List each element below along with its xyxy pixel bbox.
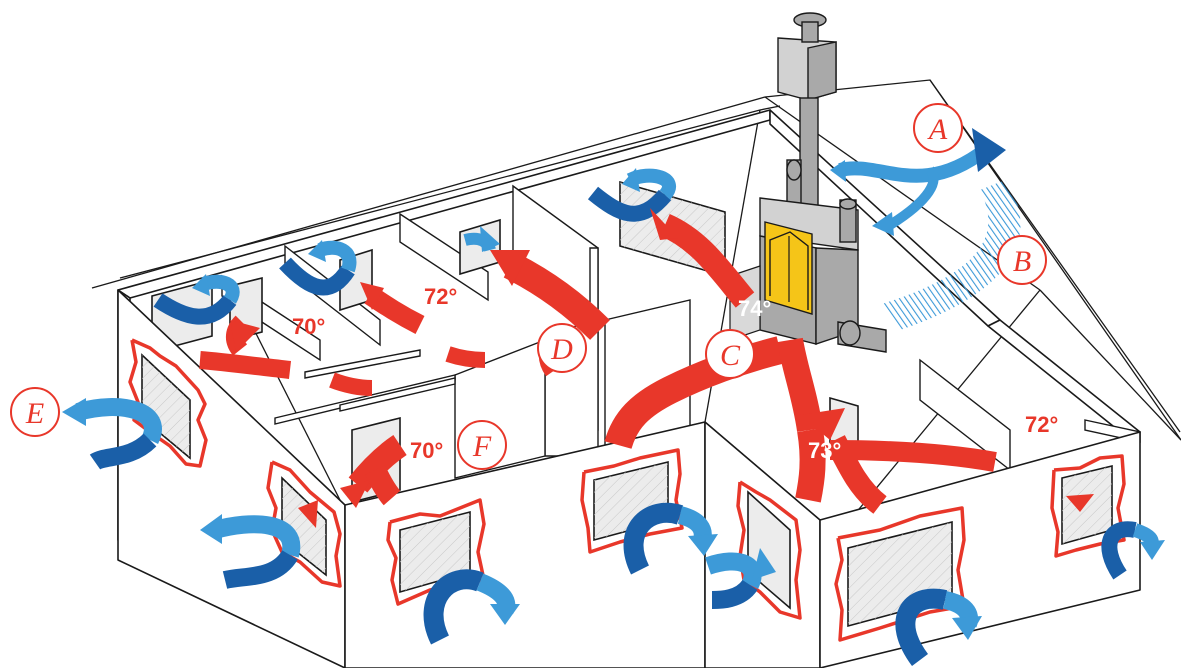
temp-bedroom-left: 70° — [292, 314, 325, 339]
marker-d: D — [538, 324, 586, 372]
svg-text:D: D — [550, 333, 573, 366]
marker-a: A — [914, 104, 962, 152]
marker-b: B — [998, 236, 1046, 284]
temp-front-right-room: 73° — [808, 438, 841, 463]
svg-text:B: B — [1013, 245, 1031, 278]
temp-front-left-room: 70° — [410, 438, 443, 463]
svg-text:C: C — [720, 339, 741, 372]
temp-right-room: 72° — [1025, 412, 1058, 437]
marker-e: E — [11, 388, 59, 436]
marker-f: F — [458, 421, 506, 469]
marker-c: C — [706, 330, 754, 378]
temp-stove-room: 74° — [738, 296, 771, 321]
svg-text:E: E — [25, 397, 44, 430]
temp-bedroom-mid: 72° — [424, 284, 457, 309]
svg-text:A: A — [927, 113, 948, 146]
svg-text:F: F — [472, 430, 492, 463]
